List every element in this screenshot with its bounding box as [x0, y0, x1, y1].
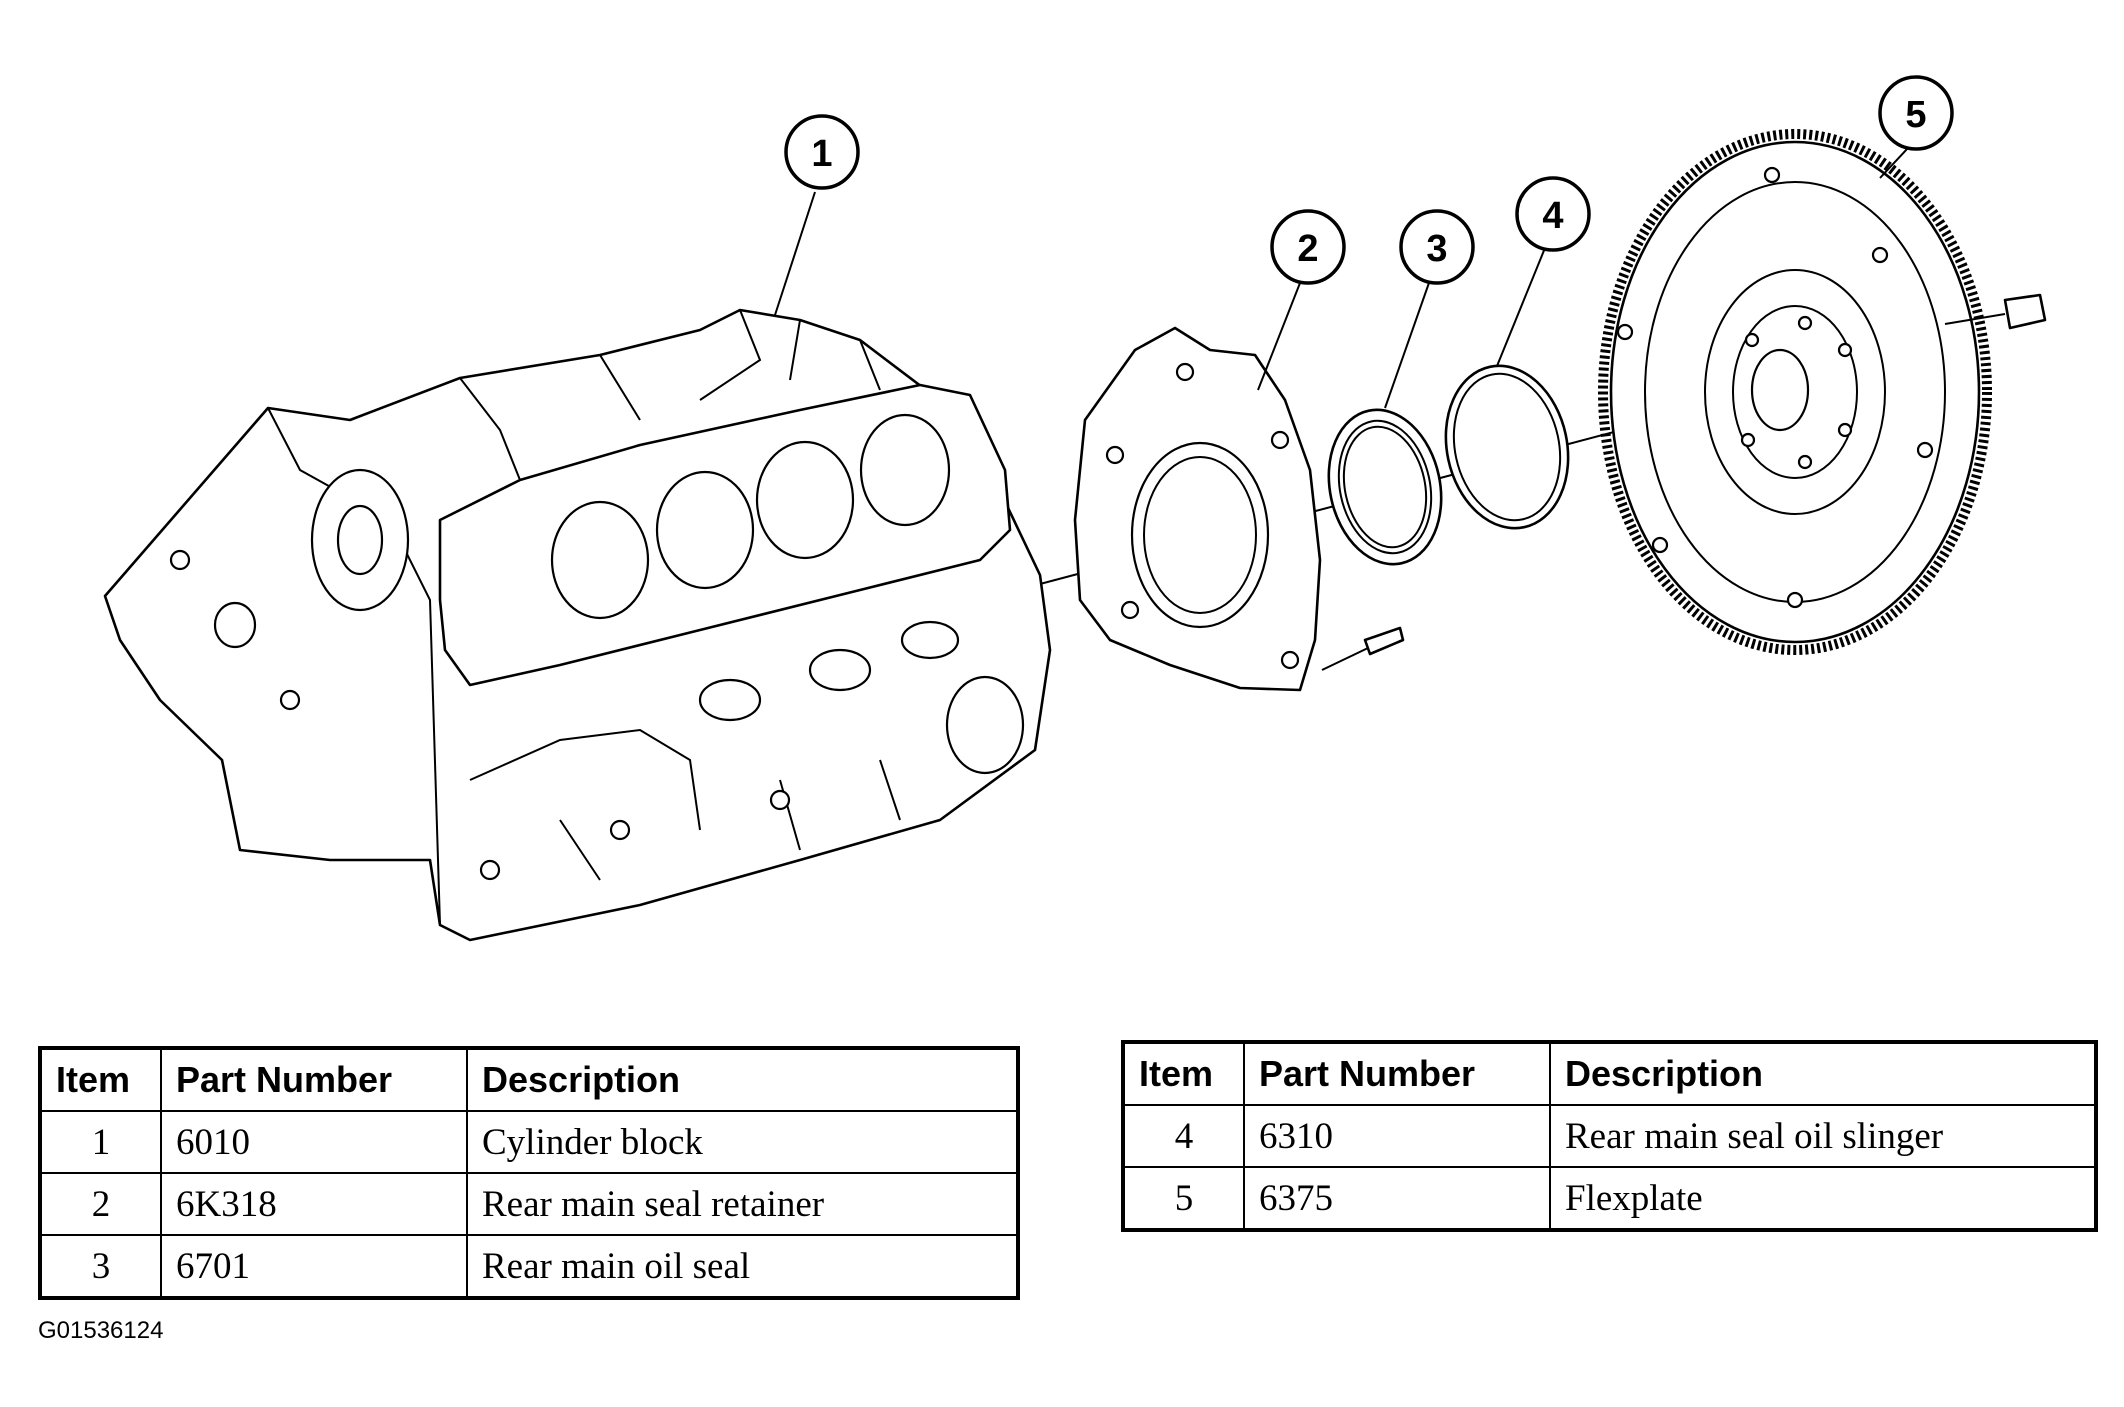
callout-4-leader — [1496, 247, 1546, 367]
callout-5: 5 — [1878, 75, 1954, 151]
flexplate-bolt-drawing — [1944, 293, 2047, 330]
cell-description: Rear main seal retainer — [466, 1172, 1019, 1236]
cylinder-bore-2 — [655, 470, 755, 590]
table-row: 2 6K318 Rear main seal retainer — [39, 1172, 1019, 1236]
column-header-part-number: Part Number — [1243, 1041, 1551, 1106]
callout-1-leader — [774, 191, 816, 316]
cylinder-bore-4 — [859, 413, 951, 527]
callout-4: 4 — [1515, 176, 1591, 252]
exploded-parts-diagram: 1 2 3 4 5 — [103, 75, 2047, 942]
callout-3-number: 3 — [1426, 228, 1447, 270]
cell-item: 5 — [1122, 1166, 1245, 1231]
table-header-row: Item Part Number Description — [39, 1047, 1019, 1112]
callout-2: 2 — [1270, 209, 1346, 285]
cell-part-number: 6K318 — [160, 1172, 468, 1236]
callout-1-number: 1 — [811, 133, 832, 175]
cell-part-number: 6310 — [1243, 1104, 1551, 1168]
callout-3: 3 — [1399, 209, 1475, 285]
cell-part-number: 6701 — [160, 1234, 468, 1299]
table-header-row: Item Part Number Description — [1122, 1041, 2097, 1106]
cell-item: 4 — [1122, 1104, 1245, 1168]
cylinder-bore-3 — [755, 440, 855, 560]
cell-part-number: 6375 — [1243, 1166, 1551, 1231]
column-header-part-number: Part Number — [160, 1047, 468, 1112]
cell-item: 2 — [39, 1172, 162, 1236]
table-row: 1 6010 Cylinder block — [39, 1110, 1019, 1174]
rear-main-seal-oil-slinger-drawing — [1444, 364, 1570, 530]
parts-table-left: Item Part Number Description 1 6010 Cyli… — [38, 1046, 1020, 1300]
cell-item: 3 — [39, 1234, 162, 1299]
callout-5-leader — [1879, 147, 1909, 179]
cylinder-block-drawing — [103, 308, 1052, 942]
rear-main-seal-retainer-drawing — [1073, 326, 1405, 692]
callout-4-number: 4 — [1542, 195, 1563, 237]
parts-table-right: Item Part Number Description 4 6310 Rear… — [1121, 1040, 2098, 1232]
column-header-description: Description — [1549, 1041, 2097, 1106]
cell-description: Cylinder block — [466, 1110, 1019, 1174]
rear-main-oil-seal-drawing — [1327, 408, 1443, 566]
cell-description: Rear main seal oil slinger — [1549, 1104, 2097, 1168]
cell-part-number: 6010 — [160, 1110, 468, 1174]
figure-id: G01536124 — [38, 1317, 164, 1344]
column-header-item: Item — [1122, 1041, 1245, 1106]
callout-3-leader — [1384, 279, 1431, 409]
callout-1: 1 — [784, 114, 860, 190]
table-row: 5 6375 Flexplate — [1122, 1166, 2097, 1231]
cell-item: 1 — [39, 1110, 162, 1174]
column-header-item: Item — [39, 1047, 162, 1112]
cylinder-bore-1 — [550, 500, 650, 620]
retainer-seal-bore — [1130, 441, 1270, 629]
table-row: 4 6310 Rear main seal oil slinger — [1122, 1104, 2097, 1168]
callout-5-number: 5 — [1905, 94, 1926, 136]
column-header-description: Description — [466, 1047, 1019, 1112]
cell-description: Rear main oil seal — [466, 1234, 1019, 1299]
table-row: 3 6701 Rear main oil seal — [39, 1234, 1019, 1299]
flexplate-drawing — [1598, 129, 1992, 655]
callout-2-leader — [1257, 282, 1301, 391]
cell-description: Flexplate — [1549, 1166, 2097, 1231]
callout-2-number: 2 — [1297, 228, 1318, 270]
